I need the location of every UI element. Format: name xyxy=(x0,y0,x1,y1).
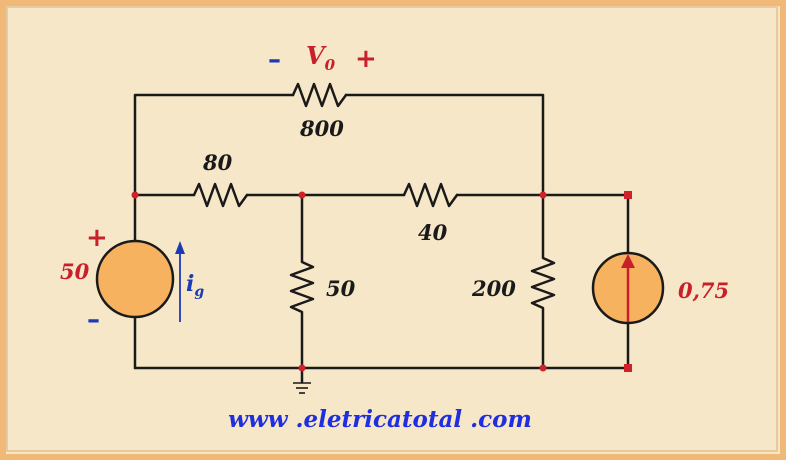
website-link[interactable]: www .eletricatotal .com xyxy=(228,406,532,433)
resistor-800 xyxy=(291,82,348,108)
node-left xyxy=(131,191,139,199)
source-plus-sign: + xyxy=(86,223,108,253)
node-bottom-right xyxy=(539,364,547,372)
resistor-50-label: 50 xyxy=(326,276,356,301)
circuit-nodes xyxy=(131,191,632,372)
current-source-arrow-icon xyxy=(621,254,635,322)
source-minus-sign: – xyxy=(87,305,100,335)
wire-top xyxy=(133,93,295,197)
voltage-source-icon xyxy=(95,239,175,319)
node-center xyxy=(298,191,306,199)
node-ground xyxy=(298,364,306,372)
node-source-top xyxy=(624,191,632,199)
node-source-bottom xyxy=(624,364,632,372)
resistor-40 xyxy=(402,182,459,208)
voltage-minus-sign: – xyxy=(268,45,281,75)
voltage-plus-sign: + xyxy=(355,44,377,74)
current-ig-label: ig xyxy=(186,271,204,300)
ground-icon xyxy=(293,382,311,394)
resistor-50-vertical xyxy=(289,193,315,370)
node-right xyxy=(539,191,547,199)
source-current-label: 0,75 xyxy=(678,278,729,303)
resistor-40-label: 40 xyxy=(418,220,448,245)
wire-top-right xyxy=(344,93,545,197)
resistor-80-label: 80 xyxy=(202,150,233,175)
current-ig-arrow-icon xyxy=(175,241,185,322)
voltage-label: V0 xyxy=(306,41,336,74)
resistor-800-label: 800 xyxy=(299,116,344,141)
resistor-200-vertical xyxy=(530,193,556,370)
resistor-80 xyxy=(192,182,249,208)
source-voltage-label: 50 xyxy=(60,259,90,284)
resistor-200-label: 200 xyxy=(471,276,516,301)
